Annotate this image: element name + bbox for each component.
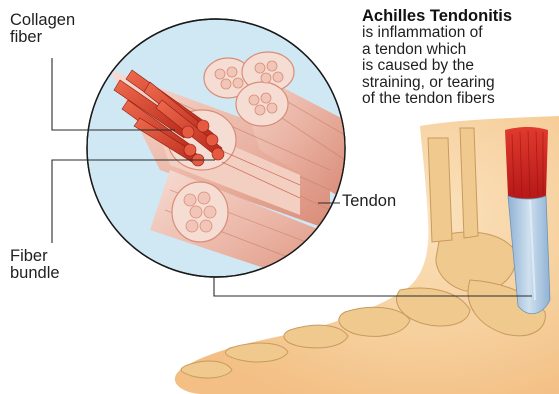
description-block: Achilles Tendonitis is inflammation of a…: [362, 8, 557, 108]
collagen-label-line-1: Collagen: [10, 12, 75, 29]
collagen-fiber-label: Collagen fiber: [10, 12, 75, 46]
inflamed-calf-muscle: [505, 127, 548, 199]
description-line-4: straining, or tearing: [362, 75, 557, 92]
tendon-label: Tendon: [342, 193, 396, 210]
fiber-bundle-label: Fiber bundle: [10, 248, 60, 282]
fiber-bundle-label-line-2: bundle: [10, 265, 60, 282]
description-line-3: is caused by the: [362, 58, 557, 75]
description-line-2: a tendon which: [362, 42, 557, 59]
description-line-1: is inflammation of: [362, 25, 557, 42]
collagen-label-line-2: fiber: [10, 29, 75, 46]
description-line-5: of the tendon fibers: [362, 91, 557, 108]
fiber-bundle-label-line-1: Fiber: [10, 248, 60, 265]
magnified-view: [87, 19, 345, 290]
diagram-title: Achilles Tendonitis: [362, 8, 557, 25]
